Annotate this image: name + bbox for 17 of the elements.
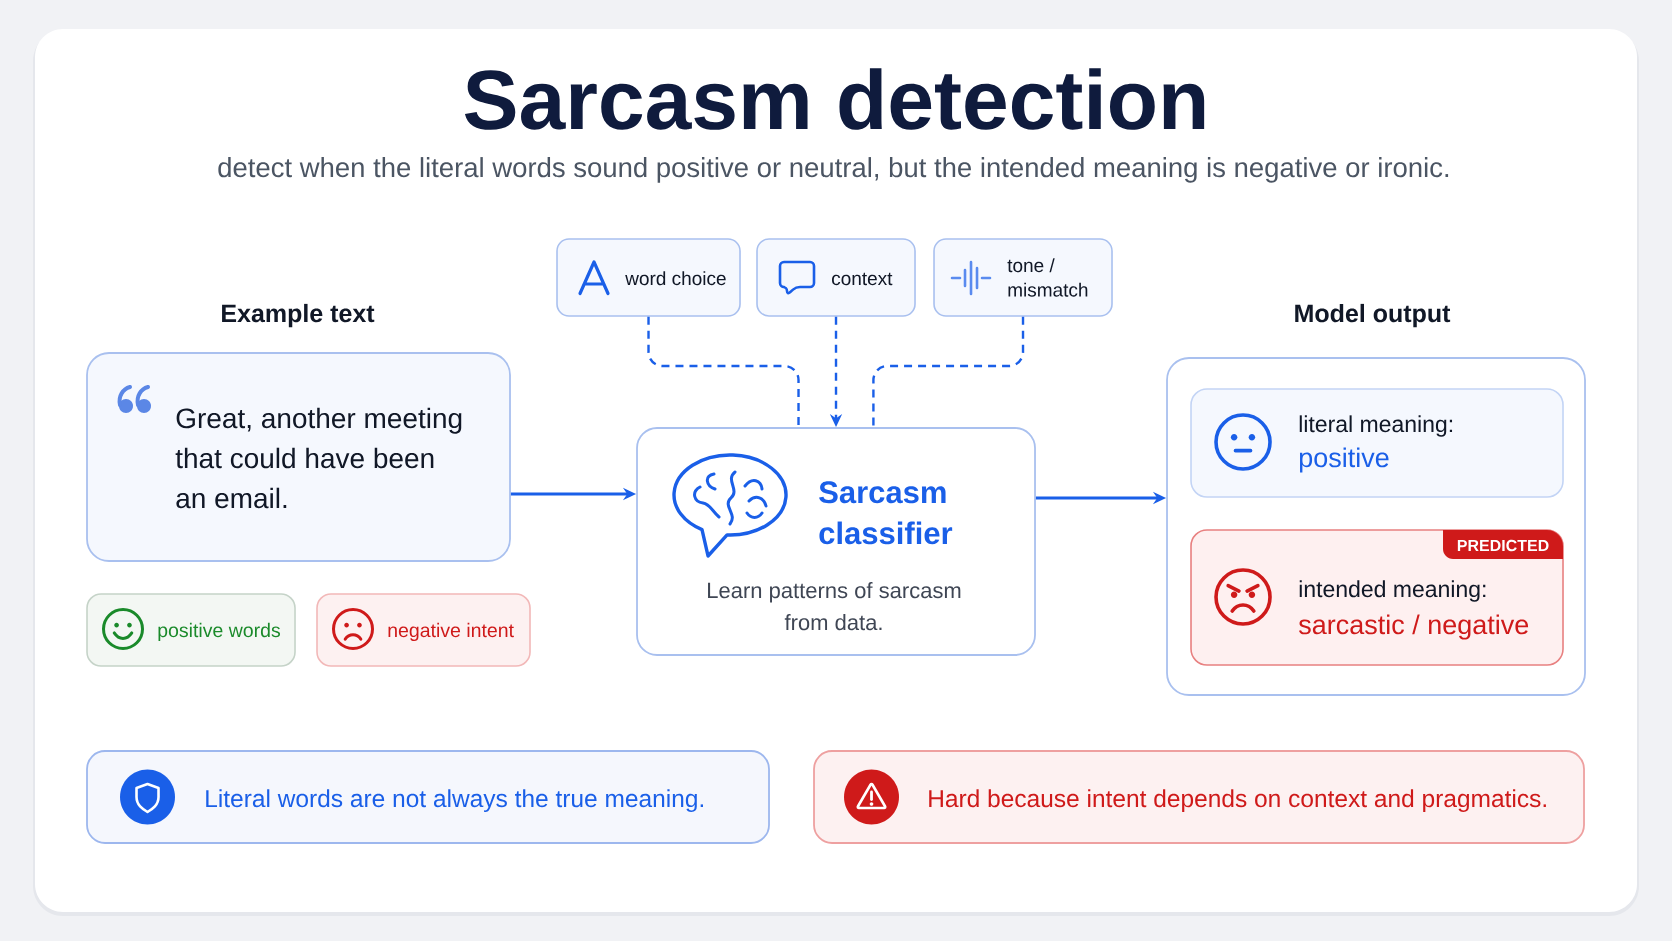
predicted-badge: PREDICTED [1443, 530, 1563, 559]
dashed-connector [647, 316, 800, 428]
result-card: literal meaning: positive [1190, 388, 1564, 498]
tag-chip: positive words [86, 593, 296, 667]
dashed-connector [872, 316, 1025, 428]
factor-box: tone / mismatch [933, 238, 1113, 317]
callout-box: Literal words are not always the true meaning. [86, 750, 770, 844]
subtitle: detect when the literal words sound positive or neutral, but the intended meaning is negative or ironic. [218, 157, 1449, 183]
title: Sarcasm detection [464, 68, 1205, 130]
quote-box: Great, another meeting that could have been an email. [86, 352, 511, 562]
factor-box: context [756, 238, 916, 317]
tag-chip: negative intent [316, 593, 531, 667]
factor-box: word choice [556, 238, 741, 317]
section-heading: Model output [1295, 303, 1451, 328]
classifier-box: Sarcasm classifier Learn patterns of sarcasm from data. [636, 427, 1036, 656]
section-heading: Example text [222, 303, 375, 328]
callout-box: Hard because intent depends on context and pragmatics. [813, 750, 1585, 844]
